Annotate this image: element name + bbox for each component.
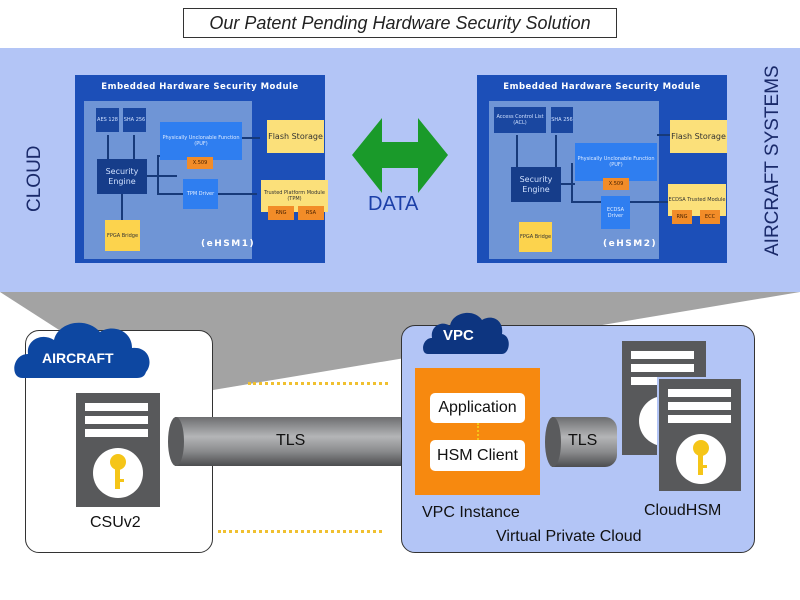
security-engine-block: Security Engine — [97, 159, 147, 194]
rng-block: RNG — [672, 210, 692, 224]
sha-block: SHA 256 — [123, 108, 146, 132]
aes-block: AES 128 — [96, 108, 119, 132]
rsa-block: RSA — [298, 206, 324, 220]
ecdsa-driver-block: ECDSA Driver — [601, 196, 630, 229]
tunnel-end — [168, 417, 184, 466]
hsm1-header: Embedded Hardware Security Module — [101, 82, 299, 92]
fpga-block: FPGA Bridge — [105, 220, 140, 251]
csu-label: CSUv2 — [90, 514, 141, 531]
vpc-instance-label: VPC Instance — [422, 504, 520, 521]
sha-block: SHA 256 — [551, 107, 573, 133]
hsm2-header: Embedded Hardware Security Module — [503, 82, 701, 92]
cloudhsm-label: CloudHSM — [644, 502, 722, 519]
aircraft-systems-label: AIRCRAFT SYSTEMS — [762, 65, 783, 256]
fpga-block: FPGA Bridge — [519, 222, 552, 252]
tls-tunnel-vpc — [552, 417, 617, 467]
double-arrow-icon — [352, 118, 448, 193]
hsm2-diagram: Embedded Hardware Security Module Access… — [475, 73, 729, 265]
key-icon — [693, 440, 709, 475]
application-box: Application — [430, 393, 525, 423]
aircraft-cloud-label: AIRCRAFT — [42, 350, 114, 366]
page-title: Our Patent Pending Hardware Security Sol… — [183, 8, 617, 38]
tls-label-vpc: TLS — [568, 432, 598, 449]
tls-label: TLS — [276, 432, 306, 449]
tls-tunnel — [175, 417, 410, 466]
puf-block: Physically Unclonable Function (PUF) — [575, 143, 657, 181]
hsm-client-box: HSM Client — [430, 440, 525, 471]
flash-storage-block: Flash Storage — [267, 120, 324, 153]
flash-storage-block: Flash Storage — [670, 120, 727, 153]
key-icon — [110, 454, 126, 489]
aircraft-cloud-icon — [14, 322, 150, 378]
csu-server-icon — [76, 393, 160, 507]
puf-block: Physically Unclonable Function (PUF) — [160, 122, 242, 160]
cloudhsm-server-front-icon — [657, 377, 741, 491]
dotted-link-bottom — [218, 530, 382, 533]
acl-block: Access Control List (ACL) — [494, 107, 546, 133]
tpm-driver-block: TPM Driver — [183, 179, 218, 209]
hsm1-diagram: Embedded Hardware Security Module AES 12… — [73, 73, 328, 265]
cloud-label: CLOUD — [24, 145, 45, 212]
ecc-block: ECC — [700, 210, 720, 224]
vpc-caption: Virtual Private Cloud — [496, 528, 642, 545]
tunnel-end — [545, 417, 561, 467]
hsm2-tag: (eHSM2) — [603, 239, 658, 249]
data-label: DATA — [368, 193, 419, 215]
vpc-cloud-label: VPC — [443, 327, 474, 344]
x509-block: X.509 — [603, 178, 629, 190]
hsm1-tag: (eHSM1) — [201, 239, 256, 249]
x509-block: X.509 — [187, 157, 213, 169]
app-client-link — [477, 423, 479, 440]
security-engine-block: Security Engine — [511, 167, 561, 202]
dotted-link-top — [248, 382, 388, 385]
rng-block: RNG — [268, 206, 294, 220]
vpc-cloud-icon — [423, 312, 509, 354]
